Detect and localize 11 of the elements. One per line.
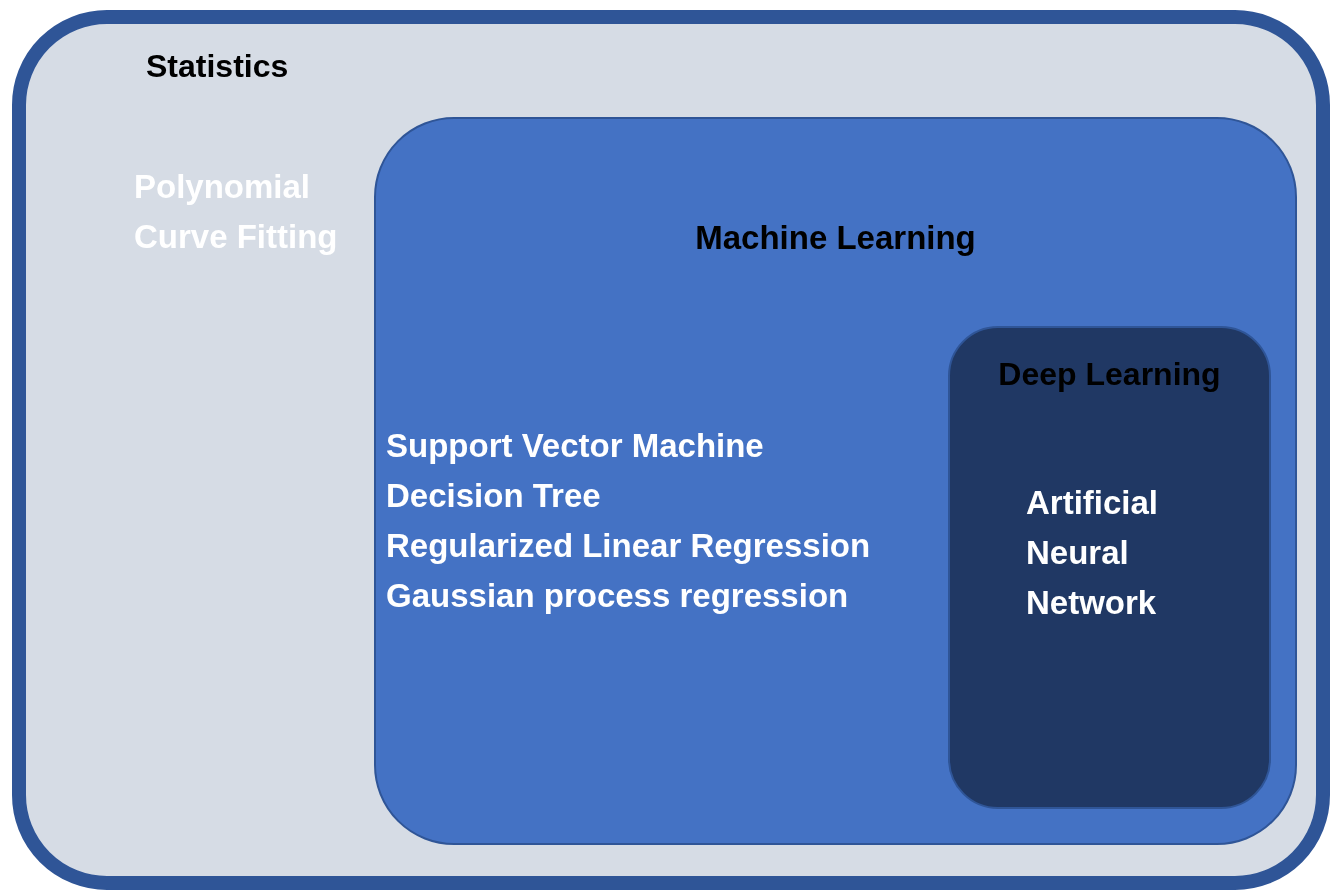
list-item: Gaussian process regression <box>386 576 849 616</box>
rounded-panel <box>12 10 1330 890</box>
heading: Machine Learning <box>694 219 977 257</box>
list-item: Support Vector Machine <box>386 426 764 466</box>
body-text: Artificial Neural Network <box>1026 483 1160 623</box>
rounded-panel <box>374 117 1297 845</box>
list-item: Decision Tree <box>386 476 601 516</box>
rounded-panel <box>948 326 1271 809</box>
heading: Deep Learning <box>997 356 1222 393</box>
list-item: Regularized Linear Regression <box>386 526 871 566</box>
heading: Statistics <box>146 48 289 85</box>
